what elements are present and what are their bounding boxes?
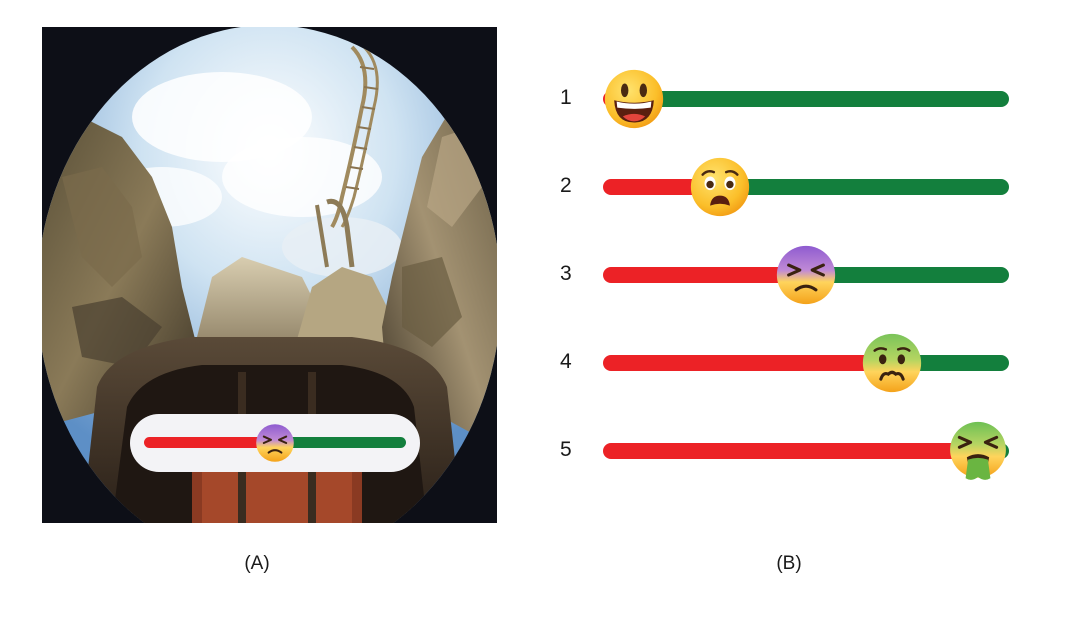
scale-row-3: 3 bbox=[560, 240, 1030, 310]
scale-number: 5 bbox=[560, 438, 572, 461]
vr-view-panel bbox=[42, 27, 497, 523]
discomfort-fill bbox=[603, 179, 720, 195]
scale-track bbox=[603, 355, 1009, 371]
scale-row-1: 1 bbox=[560, 64, 1030, 134]
comfort-fill bbox=[720, 179, 1009, 195]
scale-number: 3 bbox=[560, 262, 572, 285]
scale-row-4: 4 bbox=[560, 328, 1030, 398]
discomfort-fill bbox=[603, 267, 806, 283]
scale-track bbox=[603, 179, 1009, 195]
scale-row-2: 2 bbox=[560, 152, 1030, 222]
overlay-scale-track bbox=[144, 437, 406, 448]
dizzy-nauseous-face-icon bbox=[775, 244, 837, 306]
overlay-discomfort-fill bbox=[144, 437, 275, 448]
caption-a: (A) bbox=[244, 553, 270, 574]
in-vr-discomfort-scale bbox=[130, 414, 420, 472]
scale-row-5: 5 bbox=[560, 416, 1030, 486]
vomiting-face-icon bbox=[947, 420, 1009, 482]
dizzy-nauseous-face-icon bbox=[255, 423, 295, 463]
comfort-fill bbox=[634, 91, 1009, 107]
overlay-comfort-fill bbox=[275, 437, 406, 448]
worried-face-icon bbox=[689, 156, 751, 218]
scale-track bbox=[603, 267, 1009, 283]
grinning-face-icon bbox=[603, 68, 665, 130]
comfort-fill bbox=[892, 355, 1009, 371]
scale-number: 4 bbox=[560, 350, 572, 373]
discomfort-fill bbox=[603, 443, 978, 459]
comfort-fill bbox=[806, 267, 1009, 283]
sick-face-icon bbox=[861, 332, 923, 394]
caption-b: (B) bbox=[776, 553, 802, 574]
scale-number: 2 bbox=[560, 174, 572, 197]
scale-number: 1 bbox=[560, 86, 572, 109]
discomfort-fill bbox=[603, 355, 892, 371]
